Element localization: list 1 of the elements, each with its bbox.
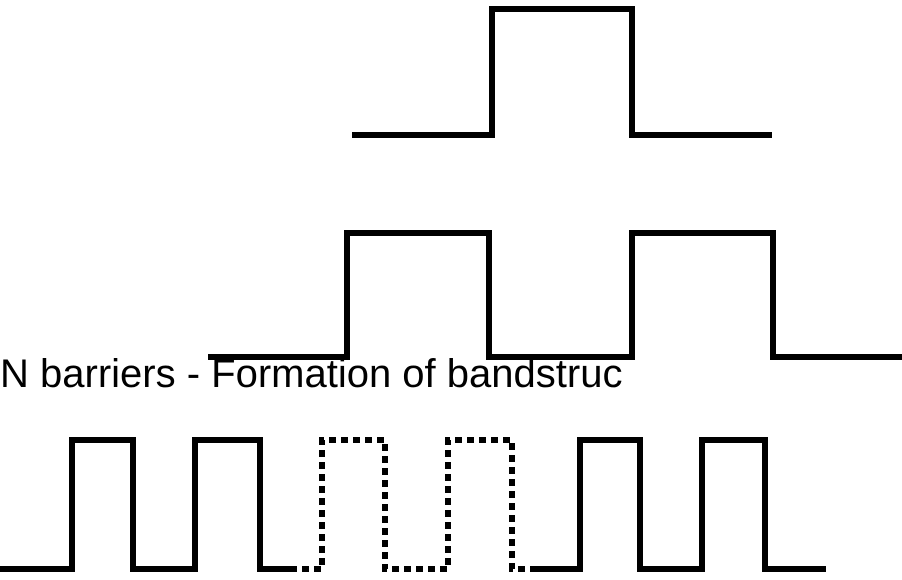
caption-text: N barriers - Formation of bandstruc xyxy=(0,351,622,397)
